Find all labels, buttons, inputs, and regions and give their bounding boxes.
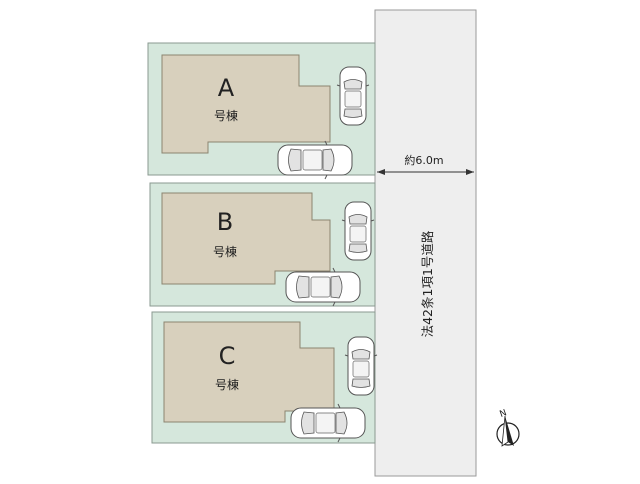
car-top-view-icon bbox=[277, 140, 353, 180]
lot-a-letter: A bbox=[218, 74, 235, 102]
car-top-view-icon bbox=[336, 66, 370, 126]
road-name-label: 法42条1項1号道路 bbox=[420, 230, 435, 337]
lot-c-letter: C bbox=[219, 342, 236, 370]
car-top-view-icon bbox=[341, 201, 375, 261]
car-top-view-icon bbox=[344, 336, 378, 396]
lot-b-letter: B bbox=[217, 208, 233, 236]
north-label: N bbox=[498, 408, 508, 420]
building-a bbox=[161, 54, 331, 154]
road-width-label: 約6.0m bbox=[404, 153, 443, 167]
car-top-view-icon bbox=[290, 403, 366, 443]
north-arrow-icon bbox=[496, 415, 520, 447]
building-b bbox=[161, 192, 331, 285]
lot-c-suffix: 号棟 bbox=[215, 377, 239, 392]
road-area bbox=[374, 9, 477, 477]
car-top-view-icon bbox=[285, 267, 361, 307]
road-width-dimension bbox=[377, 169, 474, 175]
lot-a-suffix: 号棟 bbox=[214, 108, 238, 123]
lot-b-suffix: 号棟 bbox=[213, 244, 237, 259]
